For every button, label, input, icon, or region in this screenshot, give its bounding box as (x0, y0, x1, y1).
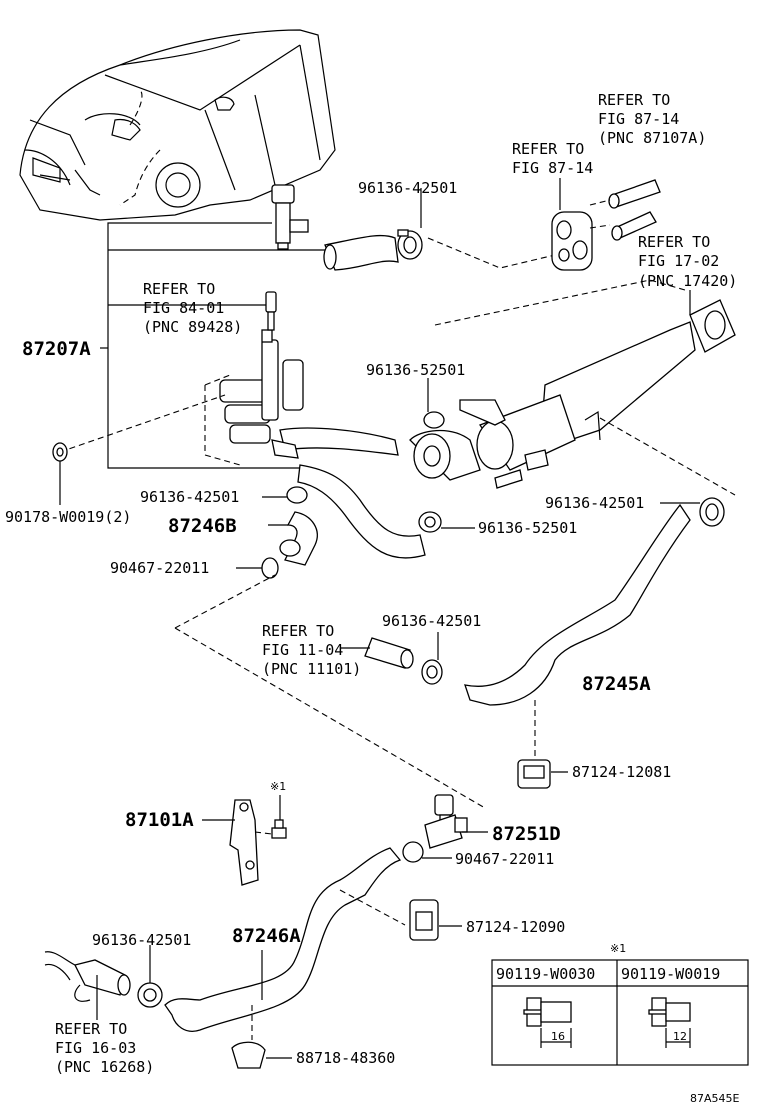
pipe-16-03 (44, 951, 131, 1002)
exhaust-converter (409, 299, 736, 489)
label-refer-11-04-3: (PNC 11101) (262, 660, 361, 678)
bracket-87207A (107, 222, 300, 469)
label-refer-87-14-b-1: REFER TO (512, 140, 584, 158)
hose-87245A (464, 503, 691, 706)
label-87246A: 87246A (232, 925, 301, 947)
table-col2: 90119-W0019 (621, 965, 720, 983)
label-refer-84-01-2: FIG 84-01 (143, 299, 224, 317)
table-col1: 90119-W0030 (496, 965, 595, 983)
label-87245A: 87245A (582, 673, 651, 695)
label-90467-22011-b: 90467-22011 (455, 850, 554, 868)
label-90467-22011-a: 90467-22011 (110, 559, 209, 577)
label-refer-16-03-3: (PNC 16268) (55, 1058, 154, 1076)
table-note: ※1 (610, 942, 626, 955)
clamp-90467-b (402, 841, 424, 863)
bolt-icon-1 (523, 997, 572, 1027)
label-96136-42501-c: 96136-42501 (382, 612, 481, 630)
label-87251D: 87251D (492, 823, 561, 845)
bracket-87124-12090 (409, 899, 439, 941)
hose-87246B (284, 511, 318, 566)
label-mark-note: ※1 (270, 780, 286, 793)
clamp-low (137, 982, 163, 1008)
bolt-icon-2 (648, 997, 691, 1027)
label-96136-52501-b: 96136-52501 (478, 519, 577, 537)
label-96136-42501-right: 96136-42501 (545, 494, 644, 512)
label-refer-87-14-a-3: (PNC 87107A) (598, 129, 706, 147)
label-87101A: 87101A (125, 809, 194, 831)
clamp-52501-b (418, 511, 442, 533)
fitting-87251D (424, 794, 468, 849)
table-dim2: 12 (673, 1030, 687, 1043)
table-dim1: 16 (551, 1030, 565, 1043)
washer-90178 (52, 442, 68, 462)
label-87207A: 87207A (22, 338, 91, 360)
footer-code: 87A545E (690, 1092, 740, 1105)
clamp-top (397, 229, 423, 260)
hose-top (324, 234, 399, 271)
bolt-mark (271, 819, 287, 839)
clamp-right (699, 497, 725, 527)
hose-87246A (164, 847, 402, 1032)
label-90178-W0019: 90178-W0019(2) (5, 508, 131, 526)
bolt-table: ※1 90119-W0030 90119-W0019 16 12 (491, 942, 749, 1066)
bracket-87124-12081 (517, 759, 551, 789)
label-refer-84-01-3: (PNC 89428) (143, 318, 242, 336)
clamp-88718 (231, 1041, 266, 1069)
label-87124-12081: 87124-12081 (572, 763, 671, 781)
car-illustration (19, 29, 336, 221)
label-refer-87-14-a-2: FIG 87-14 (598, 110, 679, 128)
pipe-11-04 (364, 637, 414, 669)
clamp-c (421, 659, 443, 685)
label-refer-17-02-3: (PNC 17420) (638, 272, 737, 290)
hose-mid (297, 464, 426, 559)
label-refer-87-14-a-1: REFER TO (598, 91, 670, 109)
label-96136-42501-top: 96136-42501 (358, 179, 457, 197)
clamp-mid-a (286, 486, 308, 504)
label-refer-87-14-b-2: FIG 87-14 (512, 159, 593, 177)
pipes-top-right (608, 179, 661, 241)
label-refer-16-03-2: FIG 16-03 (55, 1039, 136, 1057)
label-96136-52501-a: 96136-52501 (366, 361, 465, 379)
label-refer-17-02-2: FIG 17-02 (638, 252, 719, 270)
label-refer-84-01-1: REFER TO (143, 280, 215, 298)
label-refer-11-04-1: REFER TO (262, 622, 334, 640)
label-96136-42501-mid: 96136-42501 (140, 488, 239, 506)
air-valve-top (271, 184, 309, 250)
label-88718-48360: 88718-48360 (296, 1049, 395, 1067)
bracket-87101A (229, 799, 259, 886)
label-87124-12090: 87124-12090 (466, 918, 565, 936)
clamp-90467-a (261, 557, 279, 579)
label-refer-11-04-2: FIG 11-04 (262, 641, 343, 659)
label-refer-17-02-1: REFER TO (638, 233, 710, 251)
label-87246B: 87246B (168, 515, 237, 537)
grommet (551, 211, 593, 271)
label-refer-16-03-1: REFER TO (55, 1020, 127, 1038)
label-96136-42501-low: 96136-42501 (92, 931, 191, 949)
clamp-52501-a (423, 411, 445, 429)
air-pump-assembly (204, 291, 399, 466)
